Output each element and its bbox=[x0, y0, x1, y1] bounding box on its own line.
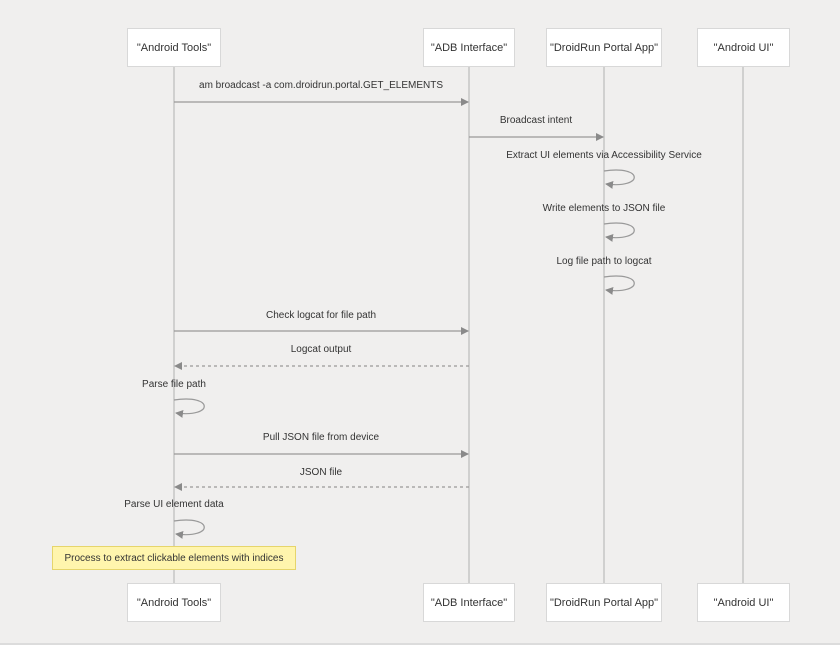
message-label: Parse UI element data bbox=[124, 499, 224, 510]
participant-droidrun-portal-bottom: "DroidRun Portal App" bbox=[546, 583, 662, 622]
participant-android-ui-bottom: "Android UI" bbox=[697, 583, 790, 622]
message-label: Check logcat for file path bbox=[265, 310, 377, 321]
self-message-arrow bbox=[173, 398, 205, 418]
self-message-arrow bbox=[603, 275, 635, 295]
participant-android-ui-top: "Android UI" bbox=[697, 28, 790, 67]
message-label: Broadcast intent bbox=[499, 115, 573, 126]
self-message-arrow bbox=[603, 222, 635, 242]
self-message-arrow bbox=[603, 169, 635, 189]
message-label: Write elements to JSON file bbox=[542, 203, 666, 214]
message-label: am broadcast -a com.droidrun.portal.GET_… bbox=[199, 80, 443, 91]
participant-droidrun-portal-top: "DroidRun Portal App" bbox=[546, 28, 662, 67]
message-label: Pull JSON file from device bbox=[262, 432, 380, 443]
self-message-arrow bbox=[173, 519, 205, 539]
participant-android-tools-top: "Android Tools" bbox=[127, 28, 221, 67]
participant-adb-interface-top: "ADB Interface" bbox=[423, 28, 515, 67]
message-label: Log file path to logcat bbox=[556, 256, 652, 267]
participant-android-tools-bottom: "Android Tools" bbox=[127, 583, 221, 622]
message-label: Parse file path bbox=[142, 379, 206, 390]
participant-adb-interface-bottom: "ADB Interface" bbox=[423, 583, 515, 622]
message-label: Extract UI elements via Accessibility Se… bbox=[506, 150, 702, 161]
message-label: JSON file bbox=[299, 467, 343, 478]
note-box: Process to extract clickable elements wi… bbox=[52, 546, 296, 570]
message-label: Logcat output bbox=[290, 344, 352, 355]
